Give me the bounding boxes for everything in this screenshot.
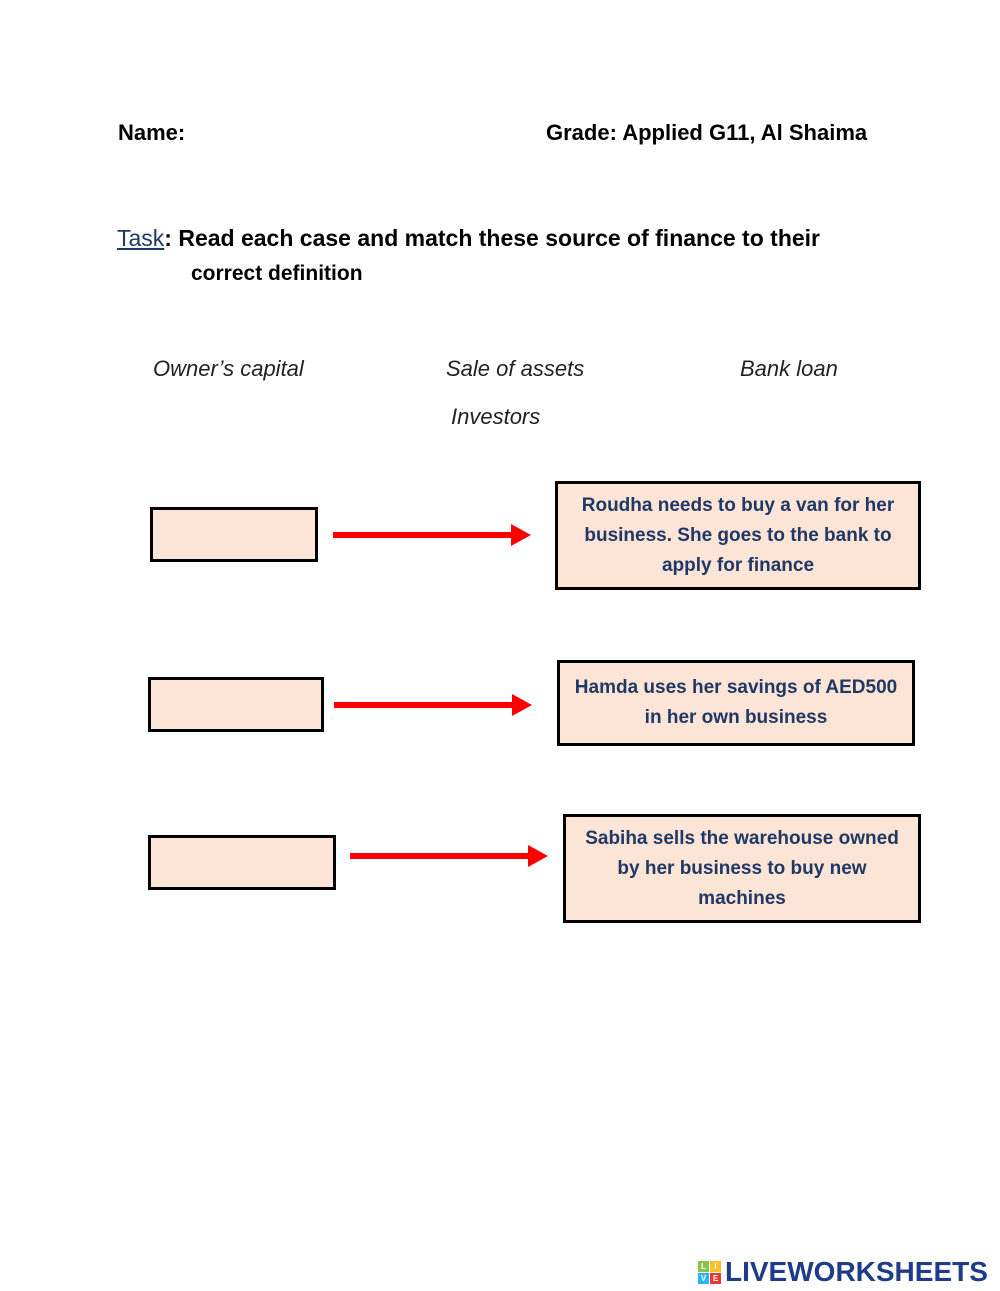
logo-text: LIVEWORKSHEETS [725,1256,988,1287]
option-bank-loan[interactable]: Bank loan [740,356,838,381]
answer-box-2[interactable] [148,677,324,732]
arrow-right-icon [333,524,531,546]
grade-label: Grade: Applied G11, Al Shaima [546,120,868,145]
case-box-2: Hamda uses her savings of AED500 in her … [557,660,915,746]
arrow-right-icon [334,694,532,716]
name-label: Name: [118,120,186,145]
task-text-line2: correct definition [191,262,363,285]
arrow-right-icon [350,845,548,867]
task-label: Task [117,225,165,251]
task-instruction: Task: Read each case and match these sou… [117,225,820,252]
task-text: : Read each case and match these source … [164,225,820,251]
case-box-3: Sabiha sells the warehouse owned by her … [563,814,921,923]
option-owners-capital[interactable]: Owner’s capital [153,356,304,381]
option-investors[interactable]: Investors [451,404,541,429]
answer-box-3[interactable] [148,835,336,890]
case-box-1: Roudha needs to buy a van for her busine… [555,481,921,590]
answer-box-1[interactable] [150,507,318,562]
option-sale-of-assets[interactable]: Sale of assets [446,356,585,381]
